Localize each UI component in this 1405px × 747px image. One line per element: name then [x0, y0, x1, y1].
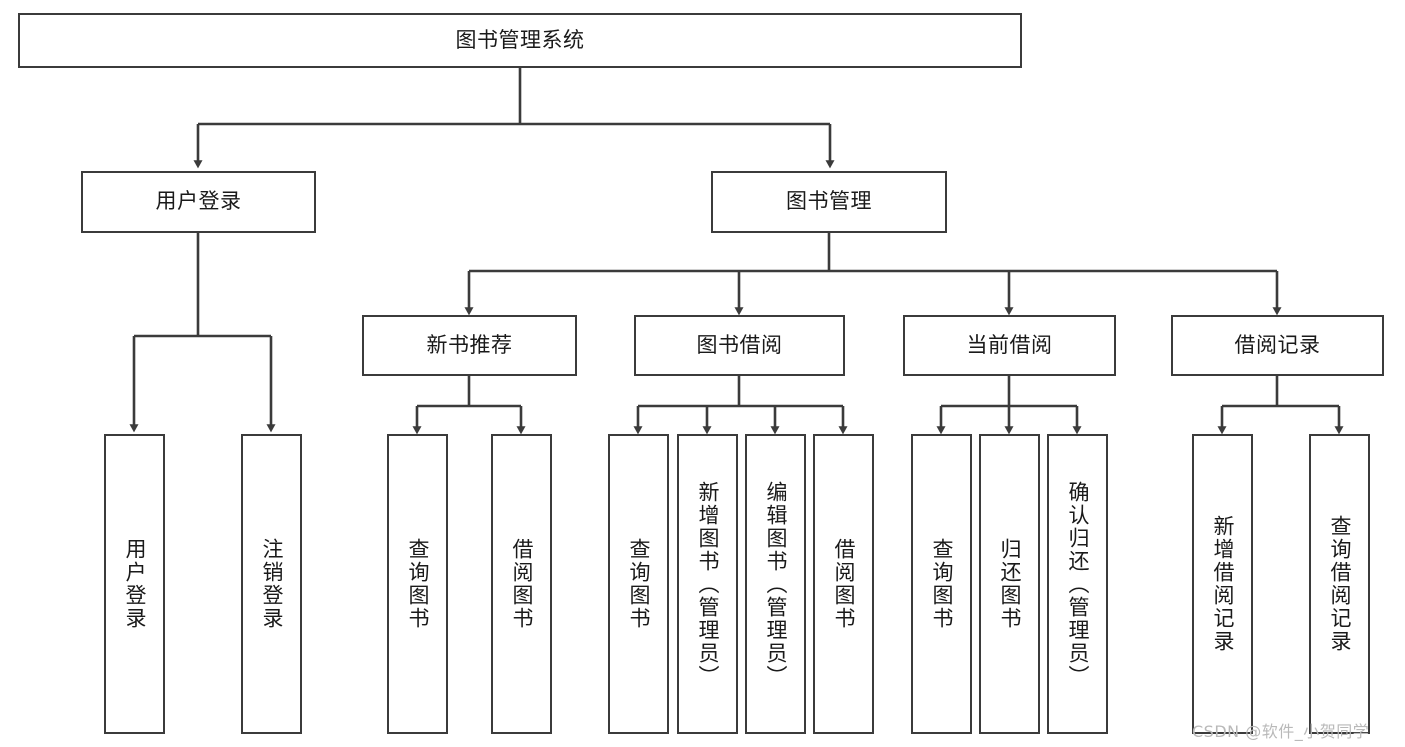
node-label: 借阅图书	[832, 538, 857, 630]
node-label: 当前借阅	[966, 332, 1053, 357]
leaf-query-book-new-rec[interactable]: 查询图书	[387, 434, 448, 734]
node-label: 图书借阅	[696, 332, 783, 357]
node-label: 新增借阅记录	[1211, 515, 1236, 653]
node-label: 用户登录	[155, 189, 242, 214]
node-book-management[interactable]: 图书管理	[711, 171, 947, 233]
node-label: 新书推荐	[426, 332, 513, 357]
node-label: 图书管理	[786, 189, 872, 214]
leaf-confirm-return-admin[interactable]: 确认归还（管理员）	[1047, 434, 1108, 734]
node-label: 借阅记录	[1234, 332, 1321, 357]
node-label: 借阅图书	[510, 538, 535, 630]
leaf-query-borrow-record[interactable]: 查询借阅记录	[1309, 434, 1370, 734]
node-label: 查询借阅记录	[1328, 515, 1353, 653]
node-root-book-management-system[interactable]: 图书管理系统	[18, 13, 1022, 68]
node-new-book-recommendation[interactable]: 新书推荐	[362, 315, 577, 376]
node-label: 注销登录	[260, 538, 285, 630]
node-label: 查询图书	[627, 538, 652, 630]
node-current-borrowing[interactable]: 当前借阅	[903, 315, 1116, 376]
leaf-borrow-book-new-rec[interactable]: 借阅图书	[491, 434, 552, 734]
node-label: 图书管理系统	[455, 27, 585, 52]
node-label: 查询图书	[930, 538, 955, 630]
node-label: 用户登录	[123, 538, 148, 630]
node-user-login[interactable]: 用户登录	[81, 171, 316, 233]
leaf-user-login[interactable]: 用户登录	[104, 434, 165, 734]
node-label: 归还图书	[998, 538, 1023, 630]
node-label: 新增图书（管理员）	[696, 480, 721, 688]
leaf-edit-book-admin[interactable]: 编辑图书（管理员）	[745, 434, 806, 734]
csdn-watermark: CSDN @软件_小贺同学	[1192, 722, 1370, 741]
node-label: 确认归还（管理员）	[1066, 480, 1091, 688]
node-label: 查询图书	[406, 538, 431, 630]
node-label: 编辑图书（管理员）	[764, 480, 789, 688]
leaf-return-book[interactable]: 归还图书	[979, 434, 1040, 734]
leaf-add-borrow-record[interactable]: 新增借阅记录	[1192, 434, 1253, 734]
node-borrowing-record[interactable]: 借阅记录	[1171, 315, 1384, 376]
leaf-query-book-borrow[interactable]: 查询图书	[608, 434, 669, 734]
leaf-logout-login[interactable]: 注销登录	[241, 434, 302, 734]
leaf-borrow-book[interactable]: 借阅图书	[813, 434, 874, 734]
node-book-borrowing[interactable]: 图书借阅	[634, 315, 845, 376]
leaf-query-book-current[interactable]: 查询图书	[911, 434, 972, 734]
leaf-add-book-admin[interactable]: 新增图书（管理员）	[677, 434, 738, 734]
